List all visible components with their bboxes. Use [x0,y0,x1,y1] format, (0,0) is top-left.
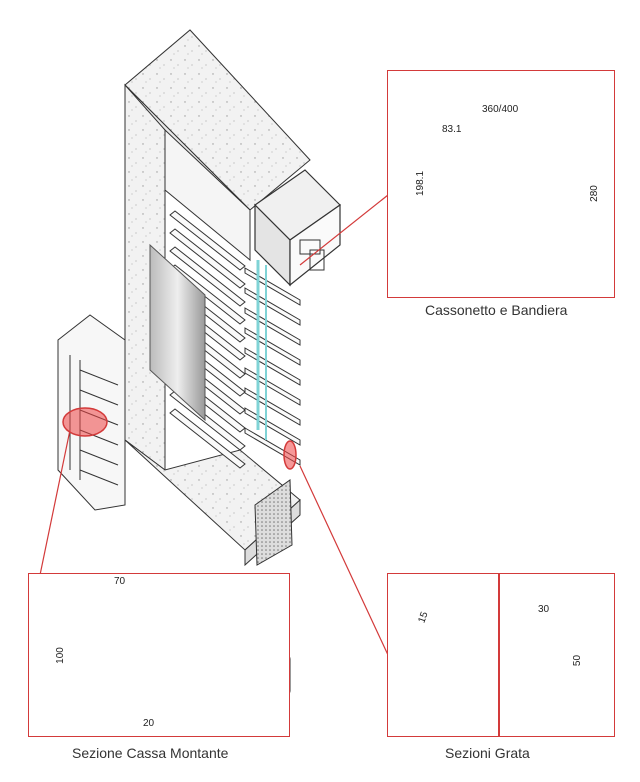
grata-oval-width-label: 30 [538,604,550,615]
right-slats [244,267,301,466]
grata-divider [498,573,500,737]
sill-block [124,439,301,567]
cassonetto-offset-label: 83.1 [442,124,462,135]
grata-caption: Sezioni Grata [445,745,530,761]
glass-shadow [149,243,206,422]
glass-pane [256,260,267,440]
cassa-height-label: 100 [54,647,66,664]
grata-oval-height-label: 50 [572,654,584,667]
cassonetto-right-height-label: 280 [588,185,600,202]
cassa-bottom-label: 20 [143,718,155,729]
grata-frame [387,573,615,737]
cassa-frame [28,573,290,737]
cassonetto-left-height-label: 198.1 [415,170,427,197]
cassonetto-caption: Cassonetto e Bandiera [425,302,568,318]
cassonetto-width-label: 360/400 [482,104,519,115]
leader-lines [39,194,389,656]
cassonetto-frame [387,70,615,298]
cassa-caption: Sezione Cassa Montante [72,745,229,761]
cassa-width-label: 70 [114,576,126,587]
highlight-markers [62,407,297,470]
cassonetto-box [254,169,341,287]
